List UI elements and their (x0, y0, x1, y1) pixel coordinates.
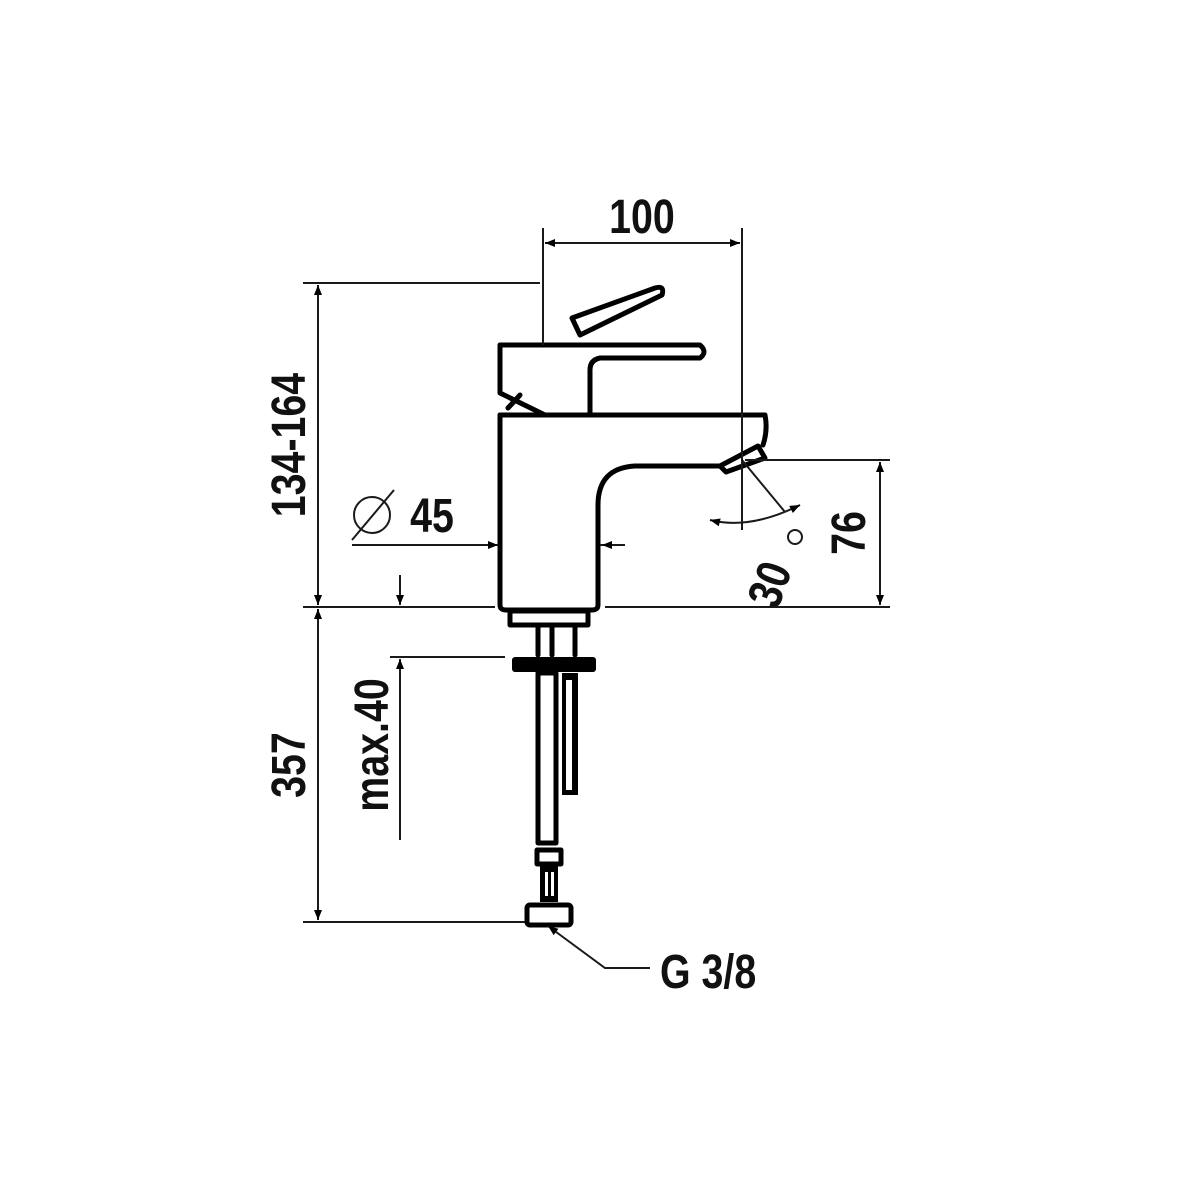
dim-label-357: 357 (262, 732, 316, 798)
dim-hose-357: 357 (262, 609, 525, 923)
dim-label-30: 30 (737, 555, 802, 614)
callout-connection: G 3/8 (547, 925, 756, 999)
connection-nut (524, 902, 574, 928)
dim-label-76: 76 (822, 511, 876, 555)
degree-symbol-icon (787, 529, 803, 545)
dim-spout-height-76: 76 (745, 459, 890, 605)
dim-label-100: 100 (609, 190, 675, 244)
dim-label-45: 45 (410, 489, 454, 543)
dim-max-40: max.40 (345, 575, 505, 840)
dim-width-100: 100 (542, 190, 743, 530)
dim-label-134-164: 134-164 (262, 372, 316, 517)
diameter-symbol-icon (353, 496, 391, 534)
dim-diameter-45: 45 (351, 489, 625, 549)
flange (512, 657, 596, 672)
dim-height-range: 134-164 (262, 282, 890, 608)
connection-label: G 3/8 (660, 945, 756, 999)
dim-label-max-40: max.40 (345, 678, 399, 811)
hose (535, 670, 559, 846)
faucet-outline (497, 284, 769, 928)
base-ring (507, 608, 591, 628)
dim-angle-30: 30 (709, 459, 803, 614)
